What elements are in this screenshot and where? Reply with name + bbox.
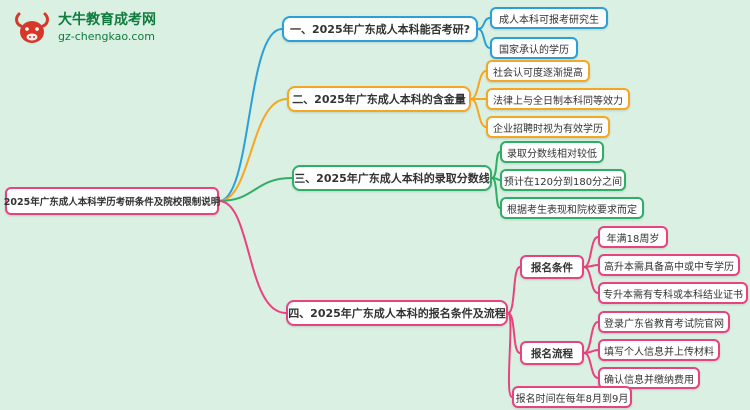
connector-root-branch4 bbox=[218, 200, 287, 314]
bull-logo-icon bbox=[15, 12, 49, 43]
branch3-leaf-3: 根据考生表现和院校要求而定 bbox=[500, 197, 644, 219]
connector-branch2-leaf1 bbox=[470, 70, 487, 100]
connector-root-branch1 bbox=[218, 28, 283, 202]
branch1-leaf-1: 成人本科可报考研究生 bbox=[490, 7, 608, 29]
connector-branch4-conditions bbox=[507, 266, 521, 314]
connector-process-leaf3 bbox=[583, 352, 599, 379]
branch2-leaf-2: 法律上与全日制本科同等效力 bbox=[486, 88, 630, 110]
connector-conditions-leaf3 bbox=[583, 266, 599, 294]
connector-branch1-leaf1 bbox=[477, 17, 491, 30]
connector-branch3-leaf1 bbox=[491, 151, 501, 179]
connector-branch1-leaf2 bbox=[477, 28, 491, 49]
root-node: 2025年广东成人本科学历考研条件及院校限制说明 bbox=[4, 187, 220, 215]
connector-root-branch2 bbox=[218, 98, 288, 202]
branch3-leaf-1: 录取分数线相对较低 bbox=[500, 141, 604, 163]
condition-leaf-2: 高升本需具备高中或中专学历 bbox=[598, 254, 740, 276]
connector-conditions-leaf1 bbox=[583, 236, 599, 268]
site-logo: 大牛教育成考网 gz-chengkao.com bbox=[12, 8, 156, 48]
branch3-leaf-2: 预计在120分到180分之间 bbox=[500, 169, 626, 191]
connector-branch4-time bbox=[507, 312, 513, 398]
condition-leaf-1: 年满18周岁 bbox=[598, 226, 668, 248]
signup-time-leaf: 报名时间在每年8月到9月 bbox=[512, 386, 632, 408]
connector-branch2-leaf3 bbox=[470, 98, 487, 128]
connector-process-leaf1 bbox=[583, 321, 599, 354]
connector-branch3-leaf3 bbox=[491, 177, 501, 209]
branch-node-2: 二、2025年广东成人本科的含金量 bbox=[287, 86, 471, 112]
branch-node-4: 四、2025年广东成人本科的报名条件及流程 bbox=[286, 300, 508, 326]
branch1-leaf-2: 国家承认的学历 bbox=[490, 37, 578, 59]
branch-node-3: 三、2025年广东成人本科的录取分数线 bbox=[292, 165, 492, 191]
process-leaf-2: 填写个人信息并上传材料 bbox=[598, 339, 720, 361]
logo-text: 大牛教育成考网 gz-chengkao.com bbox=[58, 12, 156, 43]
signup-process-node: 报名流程 bbox=[520, 341, 584, 365]
process-leaf-1: 登录广东省教育考试院官网 bbox=[598, 311, 730, 333]
branch2-leaf-1: 社会认可度逐渐提高 bbox=[486, 60, 590, 82]
branch2-leaf-3: 企业招聘时视为有效学历 bbox=[486, 116, 610, 138]
logo-subtitle: gz-chengkao.com bbox=[58, 29, 155, 43]
branch-node-1: 一、2025年广东成人本科能否考研? bbox=[282, 16, 478, 42]
logo-title: 大牛教育成考网 bbox=[58, 12, 156, 29]
signup-conditions-node: 报名条件 bbox=[520, 255, 584, 279]
process-leaf-3: 确认信息并缴纳费用 bbox=[598, 367, 700, 389]
connector-root-branch3 bbox=[218, 177, 293, 202]
condition-leaf-3: 专升本需有专科或本科结业证书 bbox=[598, 282, 748, 304]
